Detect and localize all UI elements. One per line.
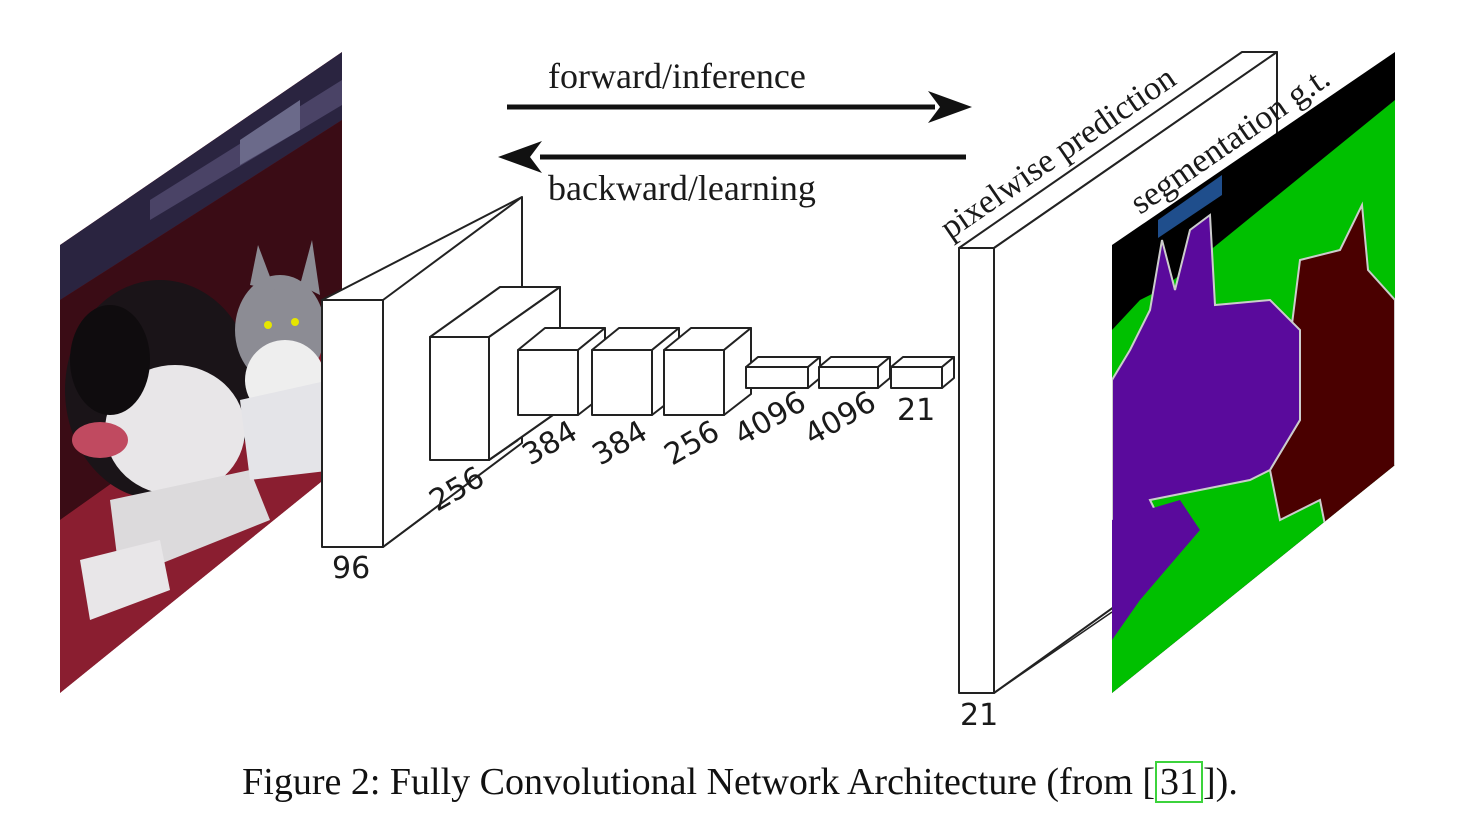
layer-block-6 <box>745 356 821 389</box>
caption-suffix: ]). <box>1203 761 1238 803</box>
layer-label-7: 4096 <box>799 384 883 452</box>
segmentation-dog <box>1112 213 1301 603</box>
caption-prefix: Figure 2: Fully Convolutional Network Ar… <box>242 761 1156 803</box>
forward-arrow <box>507 91 972 123</box>
input-image <box>60 52 342 693</box>
layer-label-1: 96 <box>332 551 370 586</box>
layer-block-5 <box>663 327 752 416</box>
citation-link[interactable]: 31 <box>1155 761 1204 803</box>
prediction-depth-label: 21 <box>960 698 998 733</box>
backward-arrow <box>498 141 966 173</box>
figure-caption: Figure 2: Fully Convolutional Network Ar… <box>0 760 1480 804</box>
layer-block-7 <box>818 356 891 389</box>
layer-block-8 <box>890 356 955 389</box>
layer-label-4: 384 <box>587 414 654 473</box>
layer-label-5: 256 <box>659 414 726 473</box>
layer-label-8: 21 <box>897 393 935 428</box>
backward-label: backward/learning <box>548 168 816 208</box>
forward-label: forward/inference <box>548 56 806 96</box>
